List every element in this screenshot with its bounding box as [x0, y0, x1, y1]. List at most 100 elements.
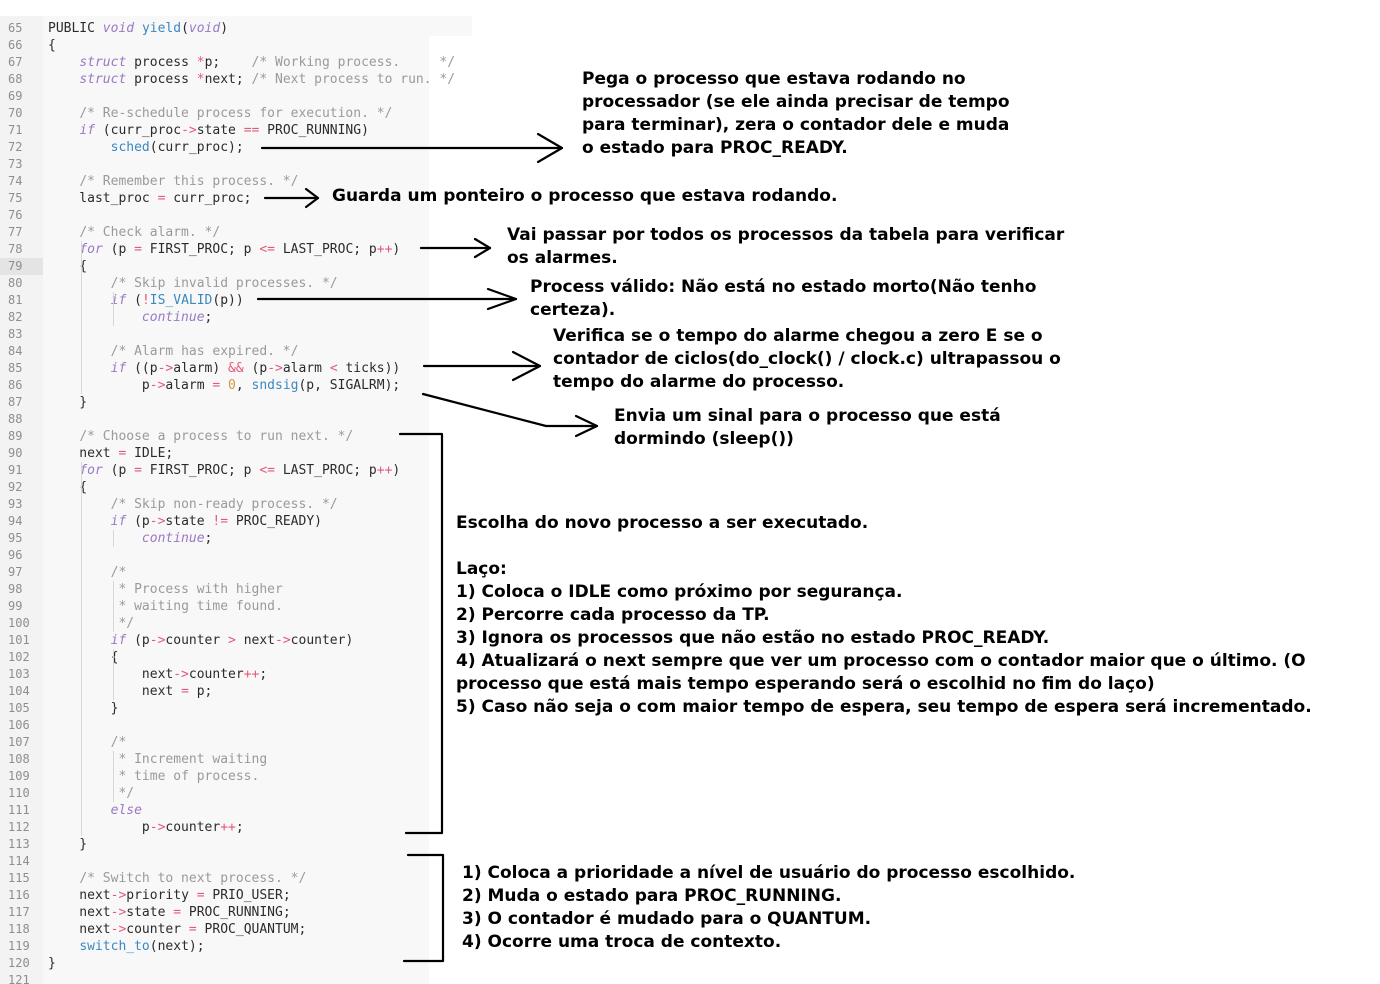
code-line[interactable]: 99 * waiting time found.	[0, 598, 472, 615]
code-text: switch_to(next);	[48, 938, 204, 955]
code-token: (curr_proc);	[149, 140, 244, 155]
line-number: 89	[8, 429, 23, 443]
code-line[interactable]: 71 if (curr_proc->state == PROC_RUNNING)	[0, 122, 472, 139]
code-token: (p	[126, 633, 150, 648]
code-text: /* Remember this process. */	[48, 173, 298, 190]
code-line[interactable]: 89 /* Choose a process to run next. */	[0, 428, 472, 445]
code-token: {	[48, 38, 56, 53]
code-line[interactable]: 114	[0, 853, 472, 870]
code-text: PUBLIC void yield(void)	[48, 20, 228, 37]
code-line[interactable]: 96	[0, 547, 472, 564]
code-text: }	[48, 955, 56, 972]
code-token: &&	[228, 361, 244, 376]
code-line[interactable]: 81 if (!IS_VALID(p))	[0, 292, 472, 309]
code-line[interactable]: 67 struct process *p; /* Working process…	[0, 54, 472, 71]
line-number: 121	[8, 973, 30, 984]
code-line[interactable]: 97 /*	[0, 564, 472, 581]
code-line[interactable]: 86 p->alarm = 0, sndsig(p, SIGALRM);	[0, 377, 472, 394]
code-line[interactable]: 74 /* Remember this process. */	[0, 173, 472, 190]
code-line[interactable]: 95 continue;	[0, 530, 472, 547]
code-line[interactable]: 118 next->counter = PROC_QUANTUM;	[0, 921, 472, 938]
code-line[interactable]: 82 continue;	[0, 309, 472, 326]
code-line[interactable]: 100 */	[0, 615, 472, 632]
code-line[interactable]: 77 /* Check alarm. */	[0, 224, 472, 241]
code-line[interactable]: 104 next = p;	[0, 683, 472, 700]
code-line[interactable]: 115 /* Switch to next process. */	[0, 870, 472, 887]
code-line[interactable]: 68 struct process *next; /* Next process…	[0, 71, 472, 88]
code-line[interactable]: 121	[0, 972, 472, 984]
code-line[interactable]: 75 last_proc = curr_proc;	[0, 190, 472, 207]
code-line[interactable]: 78 for (p = FIRST_PROC; p <= LAST_PROC; …	[0, 241, 472, 258]
code-line[interactable]: 70 /* Re-schedule process for execution.…	[0, 105, 472, 122]
code-line[interactable]: 120}	[0, 955, 472, 972]
code-line[interactable]: 88	[0, 411, 472, 428]
code-token: PRIO_USER;	[204, 888, 291, 903]
note-line: Vai passar por todos os processos da tab…	[507, 225, 1065, 245]
code-line[interactable]: 113 }	[0, 836, 472, 853]
code-line[interactable]: 109 * time of process.	[0, 768, 472, 785]
code-token: */	[110, 616, 135, 631]
code-line[interactable]: 105 }	[0, 700, 472, 717]
code-line[interactable]: 93 /* Skip non-ready process. */	[0, 496, 472, 513]
indent-guide	[81, 462, 82, 836]
code-line[interactable]: 116 next->priority = PRIO_USER;	[0, 887, 472, 904]
line-number: 83	[8, 327, 23, 341]
code-line[interactable]: 106	[0, 717, 472, 734]
code-line[interactable]: 79 {	[0, 258, 472, 275]
code-line[interactable]: 108 * Increment waiting	[0, 751, 472, 768]
code-area[interactable]	[43, 16, 429, 984]
line-number: 80	[8, 276, 23, 290]
code-line[interactable]: 103 next->counter++;	[0, 666, 472, 683]
line-number: 67	[8, 55, 23, 69]
code-line[interactable]: 92 {	[0, 479, 472, 496]
code-token: process	[126, 72, 197, 87]
code-line[interactable]: 72 sched(curr_proc);	[0, 139, 472, 156]
code-line[interactable]: 84 /* Alarm has expired. */	[0, 343, 472, 360]
code-line[interactable]: 90 next = IDLE;	[0, 445, 472, 462]
code-line[interactable]: 76	[0, 207, 472, 224]
code-token: if	[110, 293, 127, 308]
code-line[interactable]: 94 if (p->state != PROC_READY)	[0, 513, 472, 530]
code-text: if ((p->alarm) && (p->alarm < ticks))	[48, 360, 401, 377]
code-text: /* Choose a process to run next. */	[48, 428, 353, 445]
code-line[interactable]: 117 next->state = PROC_RUNNING;	[0, 904, 472, 921]
code-token: struct	[79, 55, 127, 70]
line-number: 102	[8, 650, 30, 664]
line-number: 106	[8, 718, 30, 732]
code-line[interactable]: 111 else	[0, 802, 472, 819]
code-line[interactable]: 112 p->counter++;	[0, 819, 472, 836]
code-token: * Process with higher	[110, 582, 283, 597]
line-number: 78	[8, 242, 23, 256]
code-line[interactable]: 101 if (p->counter > next->counter)	[0, 632, 472, 649]
code-line[interactable]: 69	[0, 88, 472, 105]
code-line[interactable]: 73	[0, 156, 472, 173]
code-token: sched	[110, 140, 150, 155]
code-line[interactable]: 87 }	[0, 394, 472, 411]
code-token: if	[110, 514, 127, 529]
code-line[interactable]: 91 for (p = FIRST_PROC; p <= LAST_PROC; …	[0, 462, 472, 479]
code-line[interactable]: 83	[0, 326, 472, 343]
code-token: ->	[181, 123, 197, 138]
note-send-signal: Envia um sinal para o processo que está …	[614, 405, 1001, 451]
code-line[interactable]: 80 /* Skip invalid processes. */	[0, 275, 472, 292]
code-line[interactable]: 102 {	[0, 649, 472, 666]
code-line[interactable]: 66{	[0, 37, 472, 54]
code-token: <=	[259, 242, 275, 257]
line-number: 96	[8, 548, 23, 562]
line-number: 103	[8, 667, 30, 681]
code-token: void	[102, 21, 135, 36]
code-line[interactable]: 107 /*	[0, 734, 472, 751]
code-line[interactable]: 85 if ((p->alarm) && (p->alarm < ticks))	[0, 360, 472, 377]
indent-guide	[113, 581, 114, 632]
code-text: last_proc = curr_proc;	[48, 190, 251, 207]
indent-guide	[113, 292, 114, 326]
code-text: * Increment waiting	[48, 751, 267, 768]
code-area-top-strip	[429, 16, 472, 36]
code-token: (p, SIGALRM);	[298, 378, 401, 393]
code-line[interactable]: 119 switch_to(next);	[0, 938, 472, 955]
code-line[interactable]: 98 * Process with higher	[0, 581, 472, 598]
code-line[interactable]: 110 */	[0, 785, 472, 802]
code-token: }	[48, 395, 88, 410]
